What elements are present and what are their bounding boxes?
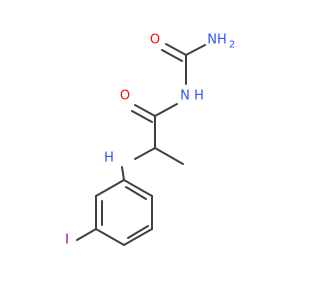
atom-iodine: I <box>65 233 69 248</box>
ring-bond-3 <box>95 228 125 246</box>
atom-amine-nh2-subscript: 2 <box>229 40 235 51</box>
bond-calpha-methyl <box>154 147 184 165</box>
bond-ring-iodine <box>76 228 97 241</box>
ring-double-2 <box>127 225 149 239</box>
bond-c-o-urea-b <box>161 49 183 62</box>
ring-bond-4 <box>123 228 153 246</box>
atom-imide-n: N <box>180 89 190 104</box>
structure-drawing: O NH 2 N H O H I <box>65 33 235 248</box>
atom-oxygen-urea: O <box>150 33 160 48</box>
atom-aniline-h: H <box>104 151 114 166</box>
ring-double-3 <box>125 186 147 200</box>
bond-nh-ring <box>121 166 125 181</box>
ring-bond-1 <box>95 179 125 197</box>
atom-oxygen-amide: O <box>120 89 130 104</box>
bond-c-o-amide-a <box>134 104 156 117</box>
bond-c-o-urea-a <box>165 43 187 56</box>
bond-calpha-nh <box>134 147 156 160</box>
atom-amine-nh2: NH <box>207 33 227 48</box>
bond-n-c-amide <box>154 103 178 117</box>
bond-layer <box>76 43 206 246</box>
atom-label-layer: O NH 2 N H O H I <box>65 33 235 248</box>
molecule-canvas: O NH 2 N H O H I <box>65 33 235 248</box>
bond-c-nh2 <box>185 44 206 56</box>
ring-bond-6 <box>123 179 153 197</box>
atom-imide-h: H <box>194 89 204 104</box>
bond-c-o-amide-b <box>131 110 153 123</box>
